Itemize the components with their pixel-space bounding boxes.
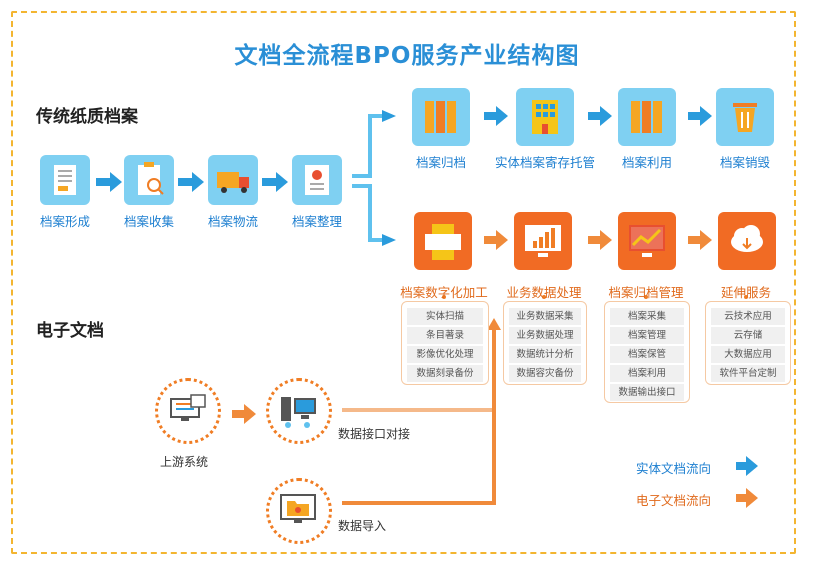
id-card-icon — [292, 155, 342, 205]
truck-icon — [208, 155, 258, 205]
paper-step-label: 档案形成 — [39, 214, 90, 229]
detail-list: 业务数据采集 业务数据处理 数据统计分析 数据容灾备份 — [503, 301, 587, 385]
arrow-right — [262, 172, 288, 192]
list-item: 云存储 — [711, 327, 785, 344]
detail-list: 档案采集 档案管理 档案保管 档案利用 数据输出接口 — [604, 301, 690, 403]
legend-physical-label: 实体文档流向 — [636, 461, 712, 476]
scanner-icon — [414, 212, 472, 270]
section-paper-label: 传统纸质档案 — [36, 107, 138, 127]
import-label: 数据导入 — [338, 519, 387, 533]
clipboard-search-icon — [124, 155, 174, 205]
list-item: 档案保管 — [610, 346, 684, 363]
paper-step-label: 档案收集 — [123, 214, 174, 229]
list-item: 业务数据处理 — [509, 327, 581, 344]
section-electronic-label: 电子文档 — [36, 321, 104, 341]
list-item: 数据输出接口 — [610, 384, 684, 401]
list-item: 大数据应用 — [711, 346, 785, 363]
paper-step-label: 档案整理 — [291, 214, 342, 229]
list-item: 影像优化处理 — [407, 346, 483, 363]
binders-icon — [618, 88, 676, 146]
folder-monitor-icon — [266, 478, 332, 544]
line-chart-monitor-icon — [618, 212, 676, 270]
server-computer-icon — [266, 378, 332, 444]
detail-list: 实体扫描 条目著录 影像优化处理 数据刻录备份 — [401, 301, 489, 385]
list-item: 档案采集 — [610, 308, 684, 325]
paper-step-label: 档案物流 — [207, 214, 258, 229]
list-item: 实体扫描 — [407, 308, 483, 325]
detail-list: 云技术应用 云存储 大数据应用 软件平台定制 — [705, 301, 791, 385]
list-item: 数据刻录备份 — [407, 365, 483, 382]
digital-stage-label: 延伸服务 — [720, 285, 771, 300]
list-item: 业务数据采集 — [509, 308, 581, 325]
list-item: 云技术应用 — [711, 308, 785, 325]
desktop-computer-icon — [155, 378, 221, 444]
document-icon — [40, 155, 90, 205]
digital-stage-label: 档案归档管理 — [608, 285, 684, 300]
binders-icon — [412, 88, 470, 146]
digital-stage-label: 档案数字化加工 — [400, 285, 488, 300]
legend-electronic-label: 电子文档流向 — [636, 493, 712, 508]
arrow-right — [96, 172, 122, 192]
list-item: 条目著录 — [407, 327, 483, 344]
bar-chart-monitor-icon — [514, 212, 572, 270]
arrow-right — [178, 172, 204, 192]
upstream-system-label: 上游系统 — [160, 455, 209, 469]
list-item: 软件平台定制 — [711, 365, 785, 382]
physical-step-label: 档案归档 — [415, 155, 466, 170]
cloud-icon — [718, 212, 776, 270]
building-icon — [516, 88, 574, 146]
list-item: 数据统计分析 — [509, 346, 581, 363]
list-item: 档案利用 — [610, 365, 684, 382]
dashed-frame — [11, 11, 796, 554]
physical-step-label: 档案销毁 — [719, 155, 770, 170]
list-item: 档案管理 — [610, 327, 684, 344]
trash-icon — [716, 88, 774, 146]
list-item: 数据容灾备份 — [509, 365, 581, 382]
physical-step-label: 档案利用 — [621, 155, 672, 170]
physical-step-label: 实体档案寄存托管 — [494, 155, 595, 170]
digital-stage-label: 业务数据处理 — [506, 285, 582, 300]
interface-label: 数据接口对接 — [338, 427, 411, 441]
page-title: 文档全流程BPO服务产业结构图 — [234, 43, 580, 69]
